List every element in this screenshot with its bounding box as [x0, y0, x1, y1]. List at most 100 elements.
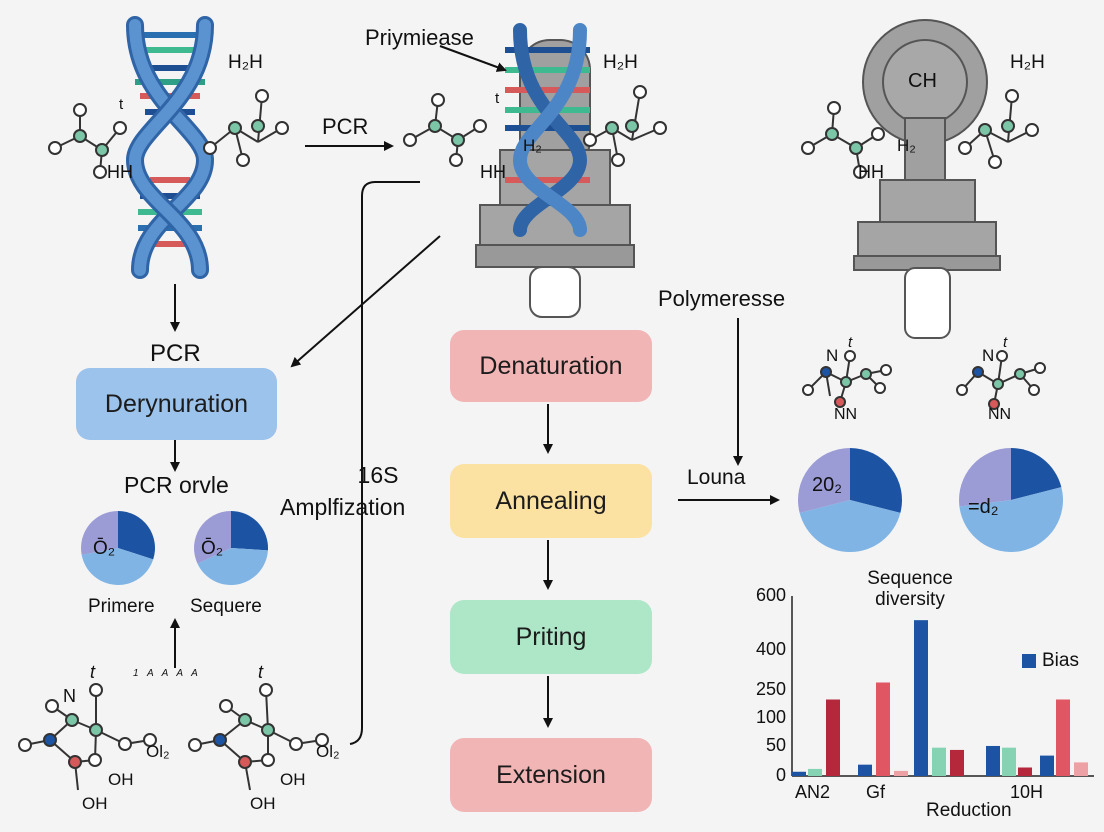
label-mol-oh-left-1: OH: [108, 770, 134, 789]
arrow-enzyme-pointer: [439, 45, 507, 72]
legend-label-bias: Bias: [1042, 650, 1079, 671]
y-tick-4: 100: [755, 707, 786, 727]
label-mol-oh-mid-2: OH: [250, 794, 276, 813]
pie-4-slice-1: [1011, 447, 1062, 500]
pie-3-slice-2: [799, 500, 901, 552]
bar-5: [876, 682, 890, 776]
label-t-left: t: [119, 96, 124, 113]
label-mol-t-r1: t: [848, 334, 853, 351]
bar-chart: [791, 596, 1094, 777]
molecule-right-b: [958, 89, 1039, 169]
label-mol-oi2-mid: Ol₂: [316, 742, 340, 761]
label-hh-right: HH: [858, 162, 884, 182]
chart-bars: [792, 620, 1088, 776]
pie-label-4: =d₂: [968, 496, 999, 518]
label-small-sequence: 1 A A A A: [133, 668, 201, 679]
bar-4: [858, 764, 872, 776]
y-tick-6: 0: [775, 765, 786, 785]
bar-13: [1040, 755, 1054, 776]
label-mol-n-r1: N: [826, 346, 839, 365]
chart-x-label: Reduction: [926, 800, 1012, 821]
bar-14: [1056, 699, 1070, 776]
molecule-right-a: [801, 101, 885, 179]
label-mol-oh-left-2: OH: [82, 794, 108, 813]
label-mol-n-left: N: [63, 686, 76, 706]
label-pcr-left: PCR: [150, 340, 201, 367]
y-tick-2: 400: [755, 639, 786, 659]
bar-12: [1018, 767, 1032, 776]
label-h2h-left: H₂H: [228, 52, 263, 73]
pie-2-slice-3: [193, 511, 231, 564]
label-h2h-right: H₂H: [1010, 52, 1045, 73]
pie-4-slice-3: [959, 448, 1011, 507]
pie-2-slice-1: [231, 511, 268, 551]
label-ch: CH: [908, 70, 937, 92]
step-priting: Priting: [450, 600, 652, 674]
label-h2h-mid: H₂H: [603, 52, 638, 73]
label-t-mid: t: [495, 90, 500, 107]
molecule-mid-a: [403, 93, 487, 167]
label-sequere: Sequere: [190, 596, 262, 617]
label-hh-left: HH: [107, 162, 133, 182]
bar-9: [950, 749, 964, 776]
label-louna: Louna: [687, 466, 746, 489]
bar-8: [932, 747, 946, 776]
bar-7: [914, 620, 928, 776]
pie-1-slice-1: [118, 511, 156, 560]
label-pcr-cycle: PCR orvle: [124, 472, 229, 498]
bar-3: [826, 699, 840, 776]
label-primere: Primere: [88, 596, 155, 617]
pie-2-slice-2: [197, 548, 268, 586]
label-polymerase: Polymeresse: [658, 286, 786, 311]
pie-1-slice-2: [81, 548, 154, 586]
label-mol-n-r2: N: [982, 346, 995, 365]
pie-3-slice-1: [850, 448, 902, 513]
label-pcr-arrow: PCR: [322, 114, 369, 139]
y-tick-1: 600: [755, 585, 786, 605]
pie-charts: [81, 447, 1063, 586]
bar-10: [986, 745, 1000, 776]
molecule-right-c: [802, 350, 892, 408]
step-extension: Extension: [450, 738, 652, 812]
pie-3-slice-3: [798, 448, 850, 513]
chart-title: Sequence diversity: [867, 568, 953, 610]
label-mol-nn-r1: NN: [834, 406, 858, 423]
pie-label-1: Ō₂: [93, 538, 116, 559]
label-mol-nn-r2: NN: [988, 406, 1012, 423]
label-mol-t-left: t: [90, 662, 96, 682]
arrow-to-derynuration: [290, 235, 441, 368]
molecule-mid-b: [583, 85, 667, 167]
bar-15: [1074, 762, 1088, 776]
step-derynuration: Derynuration: [76, 368, 277, 440]
y-tick-3: 250: [755, 679, 786, 699]
label-enzyme-top: Priymiease: [365, 25, 474, 50]
label-h2-right: H₂: [897, 136, 916, 155]
polymerase-device-middle: [475, 23, 635, 318]
step-annealing: Annealing: [450, 464, 652, 538]
label-amplification-1: 16S: [357, 462, 399, 488]
bracket-amplification: [349, 181, 420, 745]
y-tick-5: 50: [765, 735, 786, 755]
dna-helix-left: [125, 16, 215, 279]
label-mol-t-mid: t: [258, 662, 264, 682]
polymerase-device-right: [853, 19, 1001, 339]
x-tick-1: AN2: [795, 782, 831, 802]
molecule-bottom-mid: [188, 683, 329, 791]
step-denaturation: Denaturation: [450, 330, 652, 402]
label-mol-oh-mid-1: OH: [280, 770, 306, 789]
pie-1-slice-3: [81, 511, 118, 555]
arrows: [170, 45, 780, 745]
legend-swatch-bias: [1022, 654, 1036, 668]
label-mol-oi2-left: Ol₂: [146, 742, 170, 761]
pie-label-2: Ō₂: [201, 538, 224, 559]
x-tick-3: 10H: [1010, 782, 1044, 802]
x-tick-2: Gf: [866, 782, 886, 802]
label-mol-t-r2: t: [1003, 334, 1008, 351]
molecule-right-d: [956, 350, 1046, 410]
bar-2: [808, 768, 822, 776]
label-hh-mid: HH: [480, 162, 506, 182]
pie-4-slice-2: [959, 487, 1063, 552]
bar-6: [894, 770, 908, 776]
